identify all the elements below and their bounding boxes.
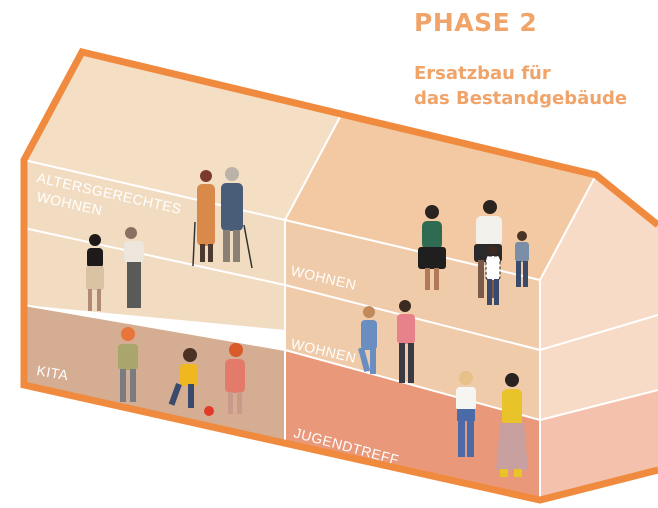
person-figure-icon [358,306,377,374]
person-figure-icon [168,348,198,408]
person-figure-icon [124,227,144,308]
subtitle-line-1: Ersatzbau für [414,63,551,84]
person-figure-icon [418,205,446,290]
person-figure-icon [515,231,529,287]
gable-lower [540,390,658,500]
person-figure-icon [485,245,501,305]
people-figures [86,167,529,477]
building-outline [20,47,658,504]
person-figure-icon [221,167,253,269]
person-figure-icon [496,373,528,477]
phase-title: PHASE 2 [414,8,538,37]
subtitle-line-2: das Bestandgebäude [414,88,628,109]
person-figure-icon [118,327,138,402]
label-kita: KITA [36,362,70,383]
zone-jugendtreff [285,350,540,500]
person-figure-icon [192,170,215,267]
person-figure-icon [86,234,104,311]
ball-icon [204,406,214,416]
person-figure-icon [397,300,415,383]
person-figure-icon [225,343,245,414]
gable-upper [540,175,658,420]
person-figure-icon [456,371,476,457]
